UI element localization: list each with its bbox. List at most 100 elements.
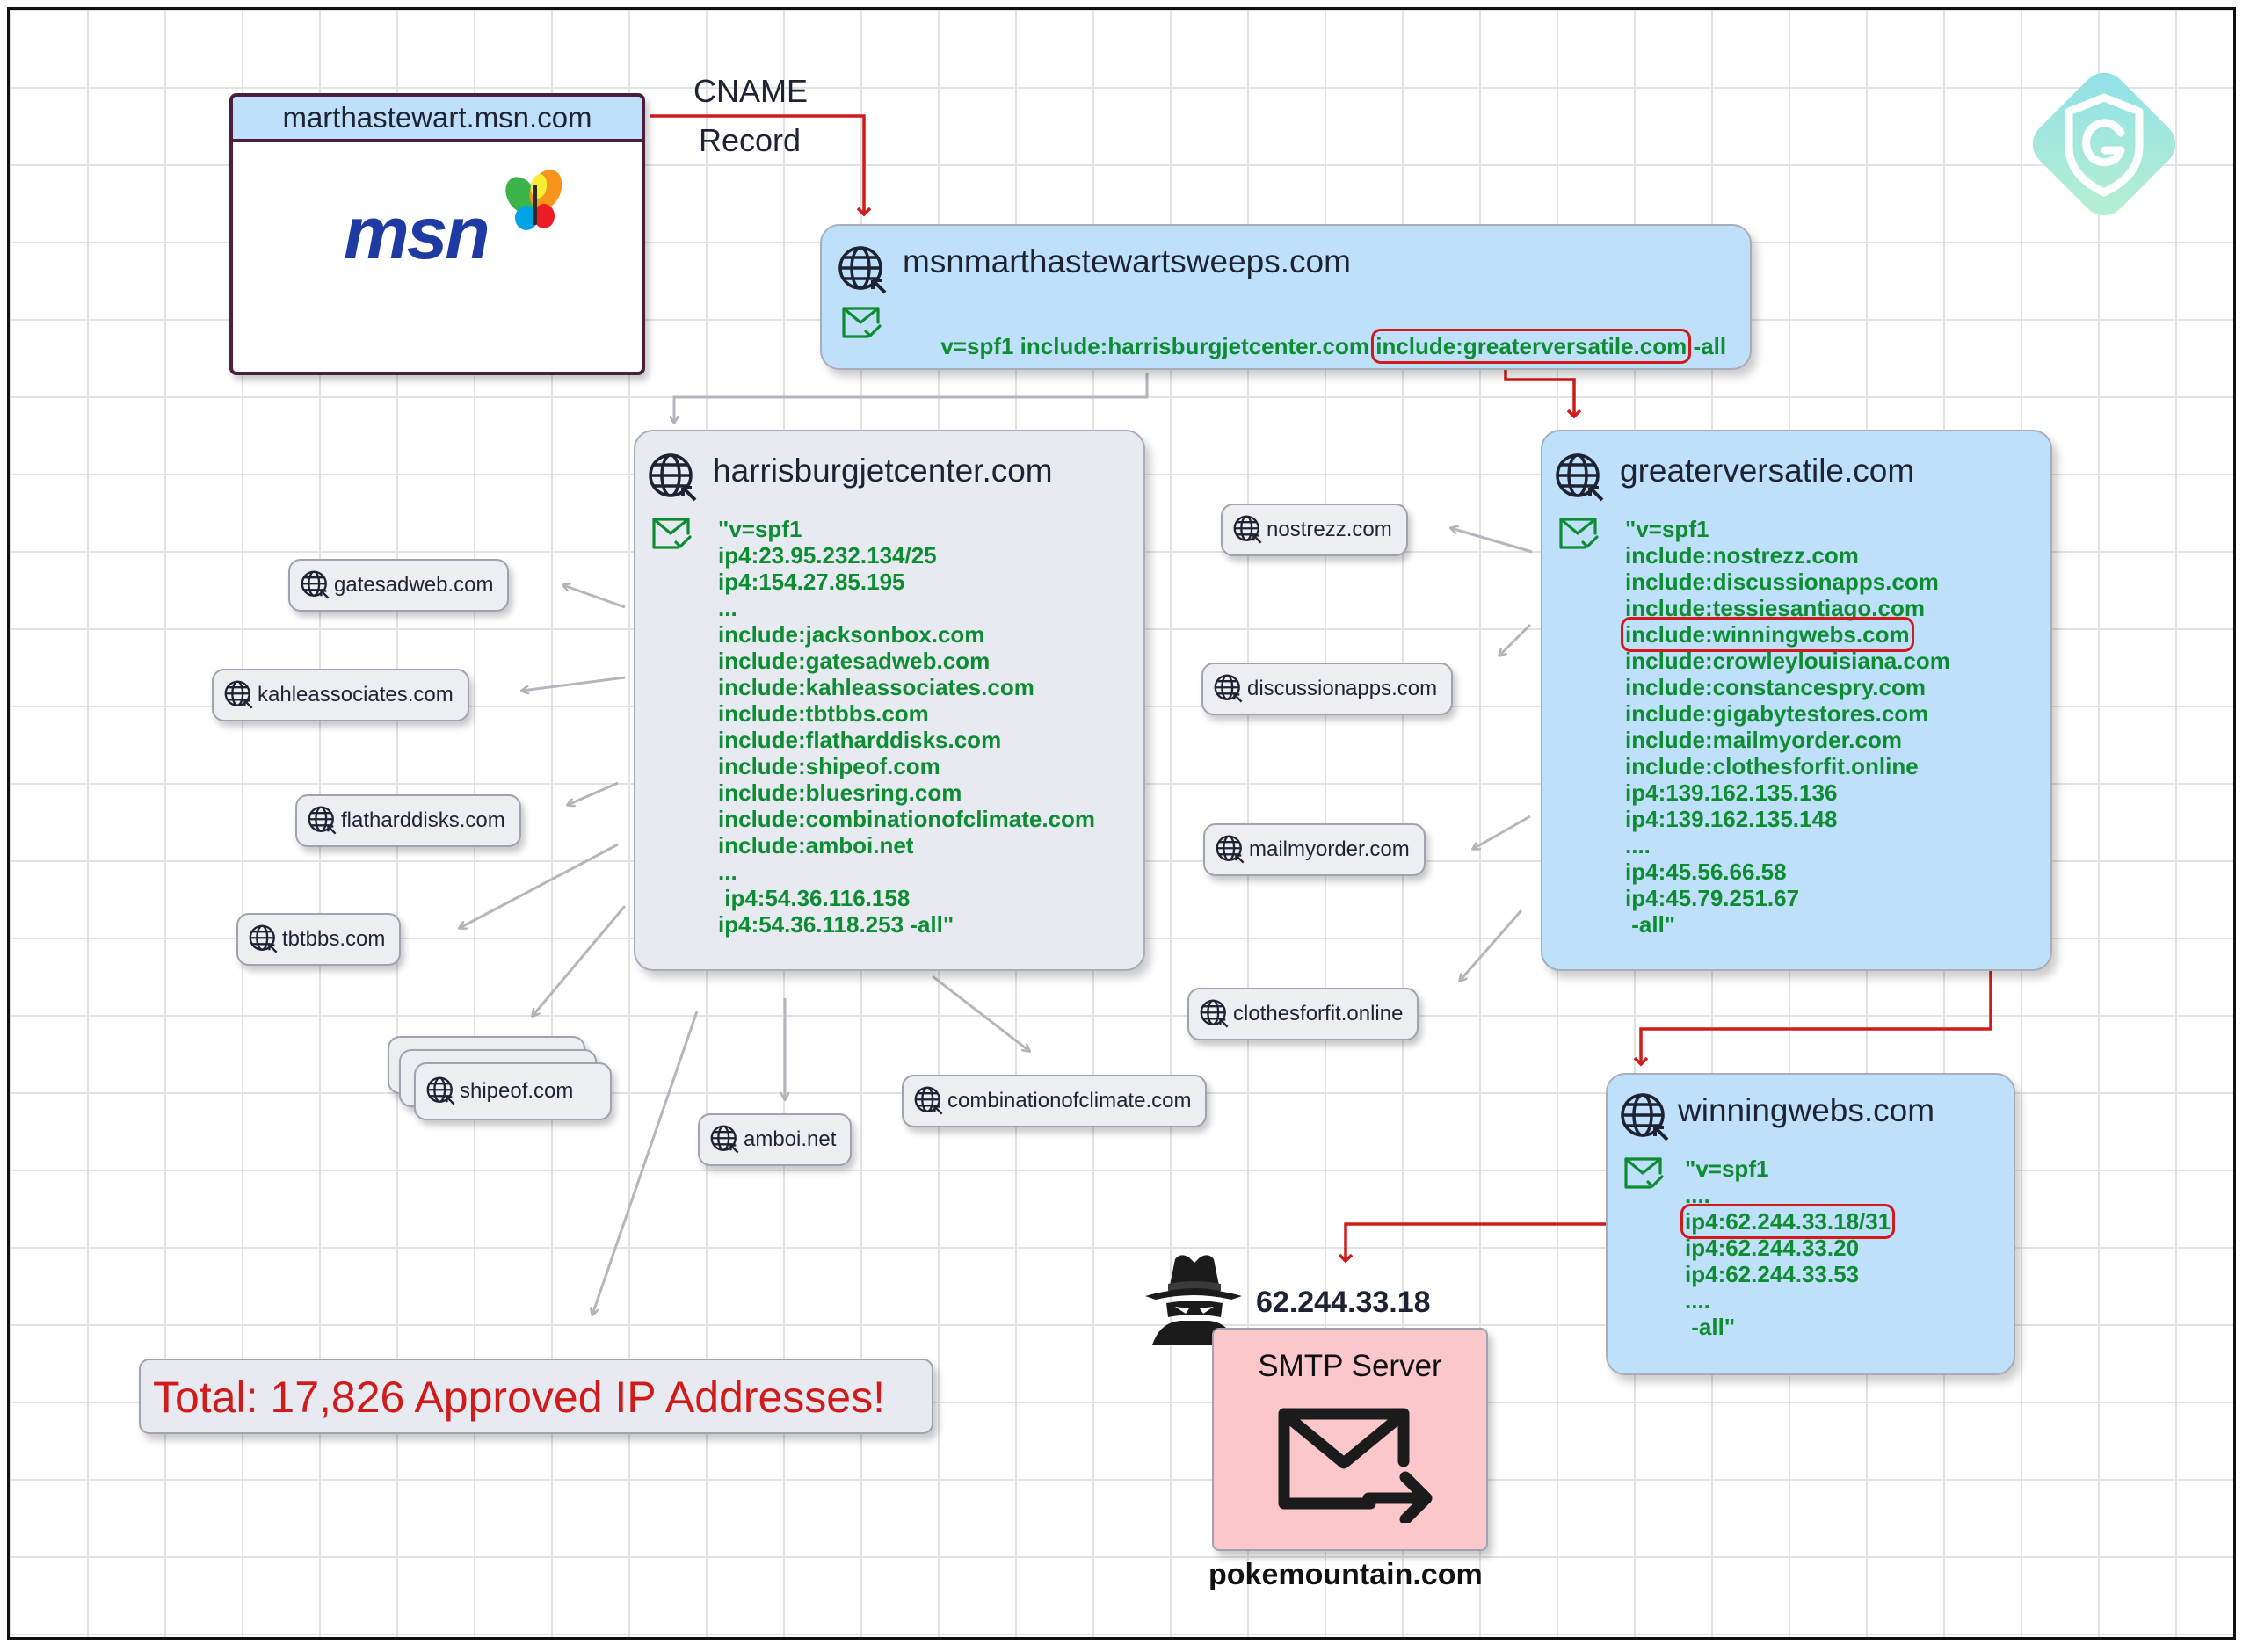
pill-label: clothesforfit.online (1233, 1002, 1404, 1025)
winningwebs-domain: winningwebs.com (1678, 1092, 1935, 1128)
mail-send-icon (1278, 1408, 1433, 1523)
harrisburg-spf-line: ip4:154.27.85.195 (718, 569, 905, 595)
winningwebs-spf-line-highlight: ip4:62.244.33.18/31 (1680, 1204, 1896, 1239)
harrisburg-spf-line: include:kahleassociates.com (718, 674, 1034, 700)
winningwebs-spf-line: .... (1685, 1182, 1710, 1208)
harrisburg-spf-line: include:gatesadweb.com (718, 648, 991, 674)
greaterversatile-spf-line: "v=spf1 (1625, 516, 1709, 542)
pill-label: flatharddisks.com (341, 808, 505, 832)
connector-arrows (10, 114, 1992, 1637)
greaterversatile-spf-line: include:crowleylouisiana.com (1625, 648, 1950, 674)
pill-nostrezz: nostrezz.com (1221, 504, 1408, 556)
globe-icon (301, 570, 330, 599)
pill-label: nostrezz.com (1267, 518, 1392, 541)
pill-gatesadweb: gatesadweb.com (288, 559, 510, 612)
pill-flatharddisks: flatharddisks.com (295, 794, 521, 847)
root-record-spf: v=spf1 include:harrisburgjetcenter.com i… (903, 307, 1726, 386)
total-approved-ips: Total: 17,826 Approved IP Addresses! (139, 1359, 933, 1434)
globe-icon (224, 680, 253, 709)
hacker-spy-icon (1145, 1255, 1242, 1345)
pill-label: tbtbbs.com (282, 927, 386, 951)
smtp-ip: 62.244.33.18 (1256, 1286, 1431, 1319)
cname-source-domain: marthastewart.msn.com (233, 97, 642, 142)
harrisburg-spf-line: ip4:23.95.232.134/25 (718, 542, 937, 569)
root-spf-part1: v=spf1 include:harrisburgjetcenter.com (940, 333, 1376, 359)
globe-icon (1233, 515, 1262, 544)
globe-icon (1214, 674, 1243, 703)
winningwebs-spf: "v=spf1 .... ip4:62.244.33.18/31 ip4:62.… (1680, 1156, 1896, 1340)
globe-icon (914, 1086, 943, 1115)
globe-icon (249, 924, 278, 953)
pill-label: mailmyorder.com (1249, 837, 1410, 861)
pill-kahleassociates: kahleassociates.com (212, 669, 469, 721)
pill-discussionapps: discussionapps.com (1201, 663, 1454, 715)
spf-mail-check-icon (1559, 518, 1599, 549)
harrisburg-spf-line: include:combinationofclimate.com (718, 806, 1096, 832)
greaterversatile-spf-line: ip4:139.162.135.136 (1625, 779, 1838, 806)
harrisburg-domain: harrisburgjetcenter.com (713, 453, 1053, 489)
winningwebs-card: winningwebs.com "v=spf1 .... ip4:62.244.… (1606, 1073, 2015, 1375)
globe-icon (710, 1125, 739, 1154)
root-record-domain: msnmarthastewartsweeps.com (903, 243, 1351, 279)
globe-icon (308, 806, 337, 835)
greaterversatile-spf-line: include:discussionapps.com (1625, 569, 1939, 595)
cname-source-window: marthastewart.msn.com msn (229, 93, 645, 375)
greaterversatile-spf-line: -all" (1625, 911, 1676, 938)
msn-logo-text: msn (344, 192, 490, 274)
globe-icon (838, 246, 887, 294)
globe-icon (1200, 999, 1229, 1028)
harrisburg-spf-line: include:jacksonbox.com (718, 621, 985, 648)
pill-tbtbbs: tbtbbs.com (236, 913, 402, 966)
greaterversatile-spf-line: include:gigabytestores.com (1625, 700, 1929, 727)
globe-icon (1621, 1093, 1669, 1141)
smtp-server-box: SMTP Server (1212, 1328, 1488, 1551)
greaterversatile-spf: "v=spf1 include:nostrezz.com include:dis… (1621, 516, 1950, 938)
harrisburg-spf-line: "v=spf1 (718, 516, 802, 542)
winningwebs-spf-line: .... (1685, 1287, 1710, 1314)
pill-label: gatesadweb.com (334, 573, 494, 597)
harrisburg-spf-line: ip4:54.36.116.158 (718, 885, 911, 911)
spf-mail-check-icon (1624, 1157, 1664, 1189)
cname-label-line2: Record (699, 122, 802, 158)
harrisburg-spf: "v=spf1 ip4:23.95.232.134/25 ip4:154.27.… (718, 516, 1095, 938)
root-record-card: msnmarthastewartsweeps.com v=spf1 includ… (820, 224, 1752, 370)
root-spf-part2: -all (1687, 333, 1727, 359)
greaterversatile-spf-line: ip4:139.162.135.148 (1625, 806, 1838, 832)
pill-combinationofclimate: combinationofclimate.com (902, 1075, 1208, 1127)
greaterversatile-spf-line: .... (1625, 832, 1651, 859)
pill-label: kahleassociates.com (258, 683, 454, 706)
winningwebs-spf-line: "v=spf1 (1685, 1156, 1769, 1182)
greaterversatile-spf-line: include:clothesforfit.online (1625, 753, 1919, 779)
msn-logo: msn (233, 142, 642, 362)
pill-shipeof: shipeof.com (414, 1062, 612, 1120)
pill-label: combinationofclimate.com (947, 1089, 1192, 1112)
pill-mailmyorder: mailmyorder.com (1203, 823, 1426, 876)
globe-icon (1216, 835, 1245, 864)
harrisburg-spf-line: ... (718, 595, 737, 621)
smtp-host: pokemountain.com (1208, 1558, 1483, 1591)
diagram-canvas: marthastewart.msn.com msn CNAME Record (7, 7, 2236, 1640)
harrisburg-spf-line: include:amboi.net (718, 832, 914, 859)
msn-butterfly-icon (505, 170, 562, 230)
winningwebs-spf-line: ip4:62.244.33.53 (1685, 1261, 1860, 1287)
harrisburg-card: harrisburgjetcenter.com "v=spf1 ip4:23.9… (634, 430, 1145, 971)
greaterversatile-spf-line: include:tessiesantiago.com (1625, 595, 1925, 621)
globe-icon (426, 1076, 455, 1105)
pill-label: discussionapps.com (1247, 677, 1438, 700)
greaterversatile-spf-line: include:nostrezz.com (1625, 542, 1859, 569)
spf-mail-check-icon (842, 307, 882, 338)
harrisburg-spf-line: include:flatharddisks.com (718, 727, 1002, 753)
harrisburg-spf-line: ip4:54.36.118.253 -all" (718, 911, 954, 938)
pill-amboi: amboi.net (698, 1113, 853, 1166)
globe-icon (649, 453, 697, 502)
greaterversatile-spf-line-highlight: include:winningwebs.com (1621, 617, 1914, 652)
globe-icon (1556, 453, 1604, 502)
winningwebs-spf-line: -all" (1685, 1314, 1736, 1340)
smtp-title: SMTP Server (1258, 1349, 1442, 1383)
greaterversatile-spf-line: include:mailmyorder.com (1625, 727, 1902, 753)
pill-label: shipeof.com (460, 1079, 574, 1103)
greaterversatile-domain: greaterversatile.com (1620, 453, 1915, 489)
greaterversatile-card: greaterversatile.com "v=spf1 include:nos… (1541, 430, 2052, 971)
harrisburg-spf-line: include:shipeof.com (718, 753, 940, 779)
harrisburg-spf-line: ... (718, 859, 737, 885)
